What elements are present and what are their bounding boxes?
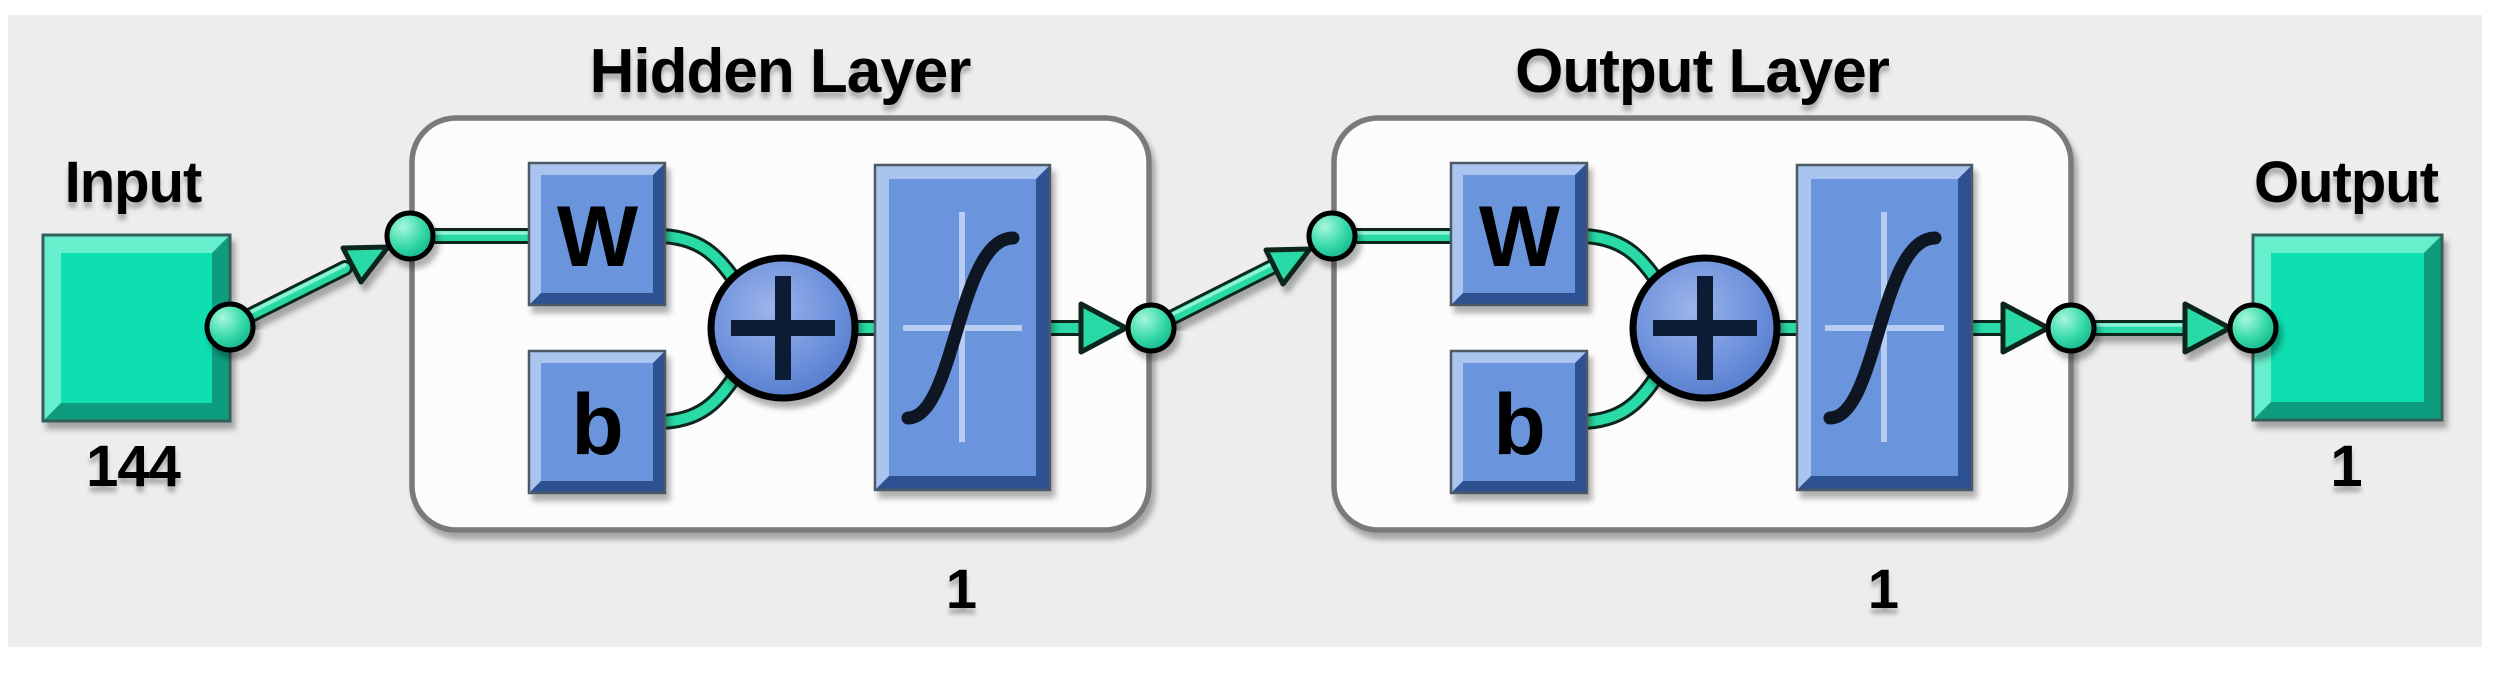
bias-block-border (527, 349, 667, 495)
connection-node (1306, 210, 1358, 262)
output-weight-block: W (1449, 161, 1589, 307)
output-weight-label: W (1479, 189, 1561, 285)
output-label: Output (2254, 150, 2439, 215)
weight-block-face (541, 175, 653, 293)
weight-block-border (1449, 161, 1589, 307)
arrowhead-icon (1263, 246, 1313, 287)
hidden-transfer-function-block (873, 163, 1052, 492)
hidden-sum-junction (707, 254, 859, 402)
sigmoid-curve-icon (1823, 212, 1944, 442)
output-layer-title: Output Layer (1515, 37, 1890, 106)
input-block (41, 233, 232, 423)
input-block-face (61, 253, 212, 403)
hidden-bias-label: b (571, 377, 623, 473)
transfer-block-border (1795, 163, 1974, 492)
hidden-weight-block: W (527, 161, 667, 307)
output-layer-size-label: 1 (1868, 557, 1898, 620)
hidden-layer-title: Hidden Layer (590, 37, 972, 106)
arrowhead-icon (2000, 301, 2051, 355)
hidden-weight-label: W (557, 189, 639, 285)
bias-block-border (1449, 349, 1589, 495)
output-sum-junction (1629, 254, 1781, 402)
plus-icon (1653, 276, 1757, 380)
input-section: Input 144 (41, 150, 232, 499)
output-block (2251, 233, 2444, 422)
output-section: Output 1 (2251, 150, 2444, 499)
arrowhead-icon (2182, 301, 2233, 355)
connection-nodes (204, 210, 2279, 354)
bias-block-face (541, 363, 653, 481)
arrow-hidden-to-output (1165, 246, 1313, 325)
input-size-label: 144 (86, 434, 181, 499)
weight-block-face (1463, 175, 1575, 293)
plus-icon (731, 276, 835, 380)
sigmoid-curve-icon (901, 212, 1022, 442)
transfer-block-border (873, 163, 1052, 492)
connection-node (384, 210, 436, 262)
connection-node (204, 301, 256, 353)
connection-node (2045, 302, 2097, 354)
arrowhead-icon (1078, 301, 1129, 355)
arrowhead-icon (340, 244, 391, 285)
hidden-layer-size-label: 1 (946, 557, 976, 620)
input-label: Input (65, 150, 202, 215)
hidden-layer-section: Hidden Layer W b (404, 37, 1152, 620)
hidden-bias-block: b (527, 349, 667, 495)
output-bias-label: b (1493, 377, 1545, 473)
bias-block-face (1463, 363, 1575, 481)
arrow-output (2086, 301, 2233, 355)
connection-node (1125, 302, 1177, 354)
output-block-face (2271, 253, 2424, 402)
output-transfer-function-block (1795, 163, 1974, 492)
arrow-input-to-hidden (241, 244, 391, 324)
output-size-label: 1 (2330, 434, 2361, 499)
output-layer-section: Output Layer W b (1326, 37, 2074, 620)
connection-node (2227, 302, 2279, 354)
weight-block-border (527, 161, 667, 307)
output-bias-block: b (1449, 349, 1589, 495)
